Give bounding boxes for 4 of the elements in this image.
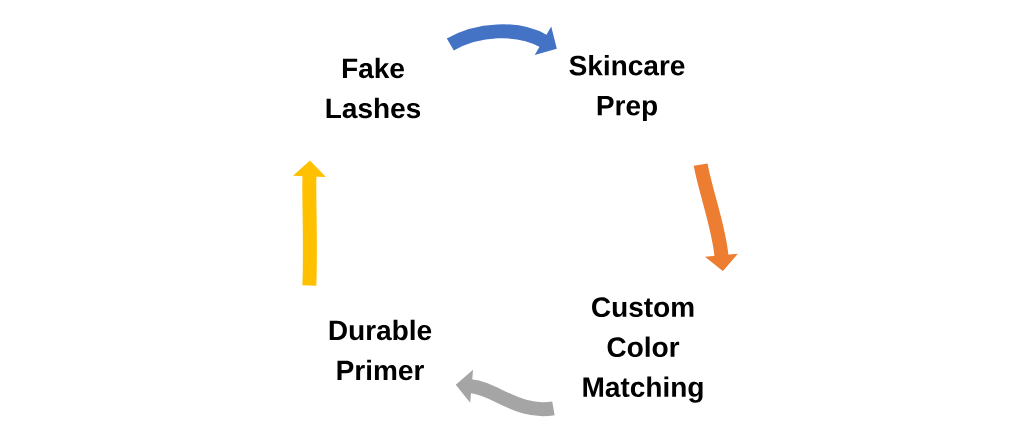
step-label: Fake Lashes	[326, 57, 421, 119]
step-label: Skincare Prep	[569, 54, 685, 122]
step-label: Custom Color Matching	[583, 297, 703, 403]
step-label: Durable Primer	[329, 319, 432, 381]
